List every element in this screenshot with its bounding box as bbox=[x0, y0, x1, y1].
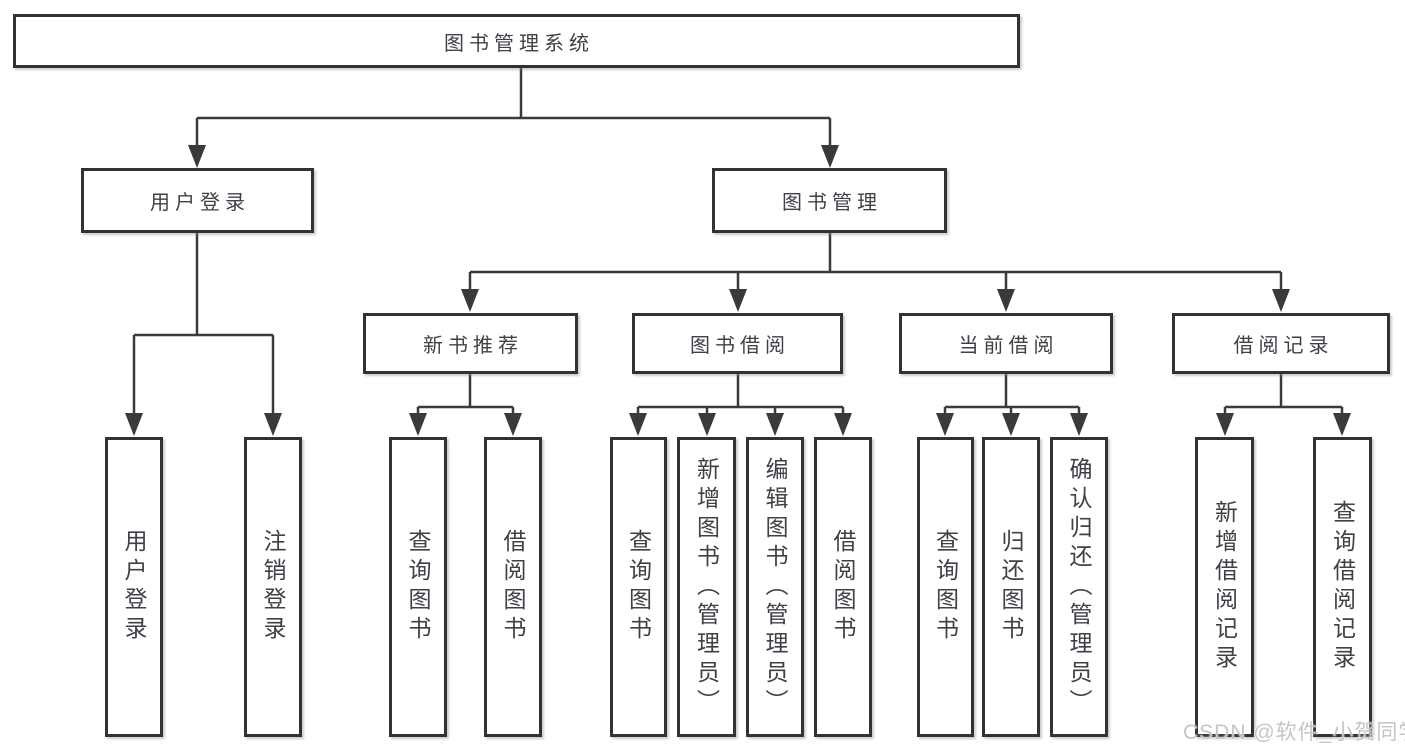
node-label: 查询借阅记录 bbox=[1329, 500, 1356, 674]
node-label: 图书借阅 bbox=[690, 335, 790, 357]
arrowhead-icon bbox=[936, 413, 954, 436]
leaf-borrow-books: 借阅图书 bbox=[814, 437, 872, 737]
arrowhead-icon bbox=[461, 289, 479, 312]
node-label: 借阅记录 bbox=[1233, 335, 1334, 357]
arrowhead-icon bbox=[1272, 289, 1290, 312]
arrowhead-icon bbox=[504, 413, 522, 436]
arrowhead-icon bbox=[629, 413, 647, 436]
connector-line bbox=[134, 68, 1342, 409]
csdn-watermark: CSDN @软件_小贺同学 bbox=[1183, 721, 1405, 744]
leaf-add-borrow-record: 新增借阅记录 bbox=[1195, 437, 1254, 737]
node-label: 新增图书（管理员） bbox=[693, 456, 720, 718]
leaf-query-books-borrow: 查询图书 bbox=[610, 437, 667, 737]
leaf-query-borrow-record: 查询借阅记录 bbox=[1313, 437, 1372, 737]
node-current-borrow: 当前借阅 bbox=[899, 313, 1113, 374]
node-new-book-recommend: 新书推荐 bbox=[363, 313, 578, 374]
arrowhead-icon bbox=[698, 413, 716, 436]
arrowhead-icon bbox=[834, 413, 852, 436]
arrowhead-icon bbox=[125, 413, 143, 436]
node-user-login: 用户登录 bbox=[81, 168, 314, 233]
leaf-borrow-books-recommend: 借阅图书 bbox=[484, 437, 542, 737]
node-label: 图书管理系统 bbox=[444, 32, 594, 55]
node-root-system: 图书管理系统 bbox=[13, 14, 1020, 68]
leaf-query-books-recommend: 查询图书 bbox=[389, 437, 447, 737]
node-label: 借阅图书 bbox=[830, 529, 856, 645]
node-borrow-records: 借阅记录 bbox=[1172, 313, 1390, 374]
arrowhead-icon bbox=[729, 289, 747, 312]
node-label: 用户登录 bbox=[121, 529, 147, 645]
arrowhead-icon bbox=[1002, 413, 1020, 436]
arrowhead-icon bbox=[188, 145, 206, 168]
leaf-edit-books-admin: 编辑图书（管理员） bbox=[746, 437, 804, 737]
leaf-query-books-current: 查询图书 bbox=[917, 437, 974, 737]
node-label: 归还图书 bbox=[998, 529, 1024, 645]
leaf-confirm-return-admin: 确认归还（管理员） bbox=[1050, 437, 1108, 737]
node-label: 注销登录 bbox=[260, 529, 286, 645]
node-label: 借阅图书 bbox=[500, 529, 526, 645]
node-label: 图书管理 bbox=[782, 192, 882, 214]
arrowhead-icon bbox=[264, 413, 282, 436]
arrow-shaft-line bbox=[132, 118, 1344, 416]
node-label: 新书推荐 bbox=[423, 335, 523, 357]
node-label: 编辑图书（管理员） bbox=[762, 456, 788, 718]
node-label: 查询图书 bbox=[405, 529, 431, 645]
arrowhead-icon bbox=[766, 413, 784, 436]
leaf-return-books: 归还图书 bbox=[982, 437, 1040, 737]
node-book-management: 图书管理 bbox=[712, 168, 947, 233]
node-label: 查询图书 bbox=[932, 529, 959, 645]
arrowhead-icon bbox=[1216, 413, 1234, 436]
node-label: 用户登录 bbox=[150, 192, 250, 214]
leaf-logout: 注销登录 bbox=[244, 437, 302, 737]
node-label: 新增借阅记录 bbox=[1211, 500, 1238, 674]
leaf-user-login: 用户登录 bbox=[105, 437, 163, 737]
arrowhead-icon bbox=[821, 145, 839, 168]
node-book-borrow: 图书借阅 bbox=[632, 313, 843, 374]
leaf-add-books-admin: 新增图书（管理员） bbox=[677, 437, 736, 737]
node-label: 查询图书 bbox=[625, 529, 652, 645]
arrowhead-icon bbox=[1333, 413, 1351, 436]
arrowhead-icon bbox=[997, 289, 1015, 312]
arrowhead-icon bbox=[409, 413, 427, 436]
arrowhead-icon bbox=[1070, 413, 1088, 436]
node-label: 确认归还（管理员） bbox=[1066, 456, 1092, 718]
node-label: 当前借阅 bbox=[958, 335, 1059, 357]
